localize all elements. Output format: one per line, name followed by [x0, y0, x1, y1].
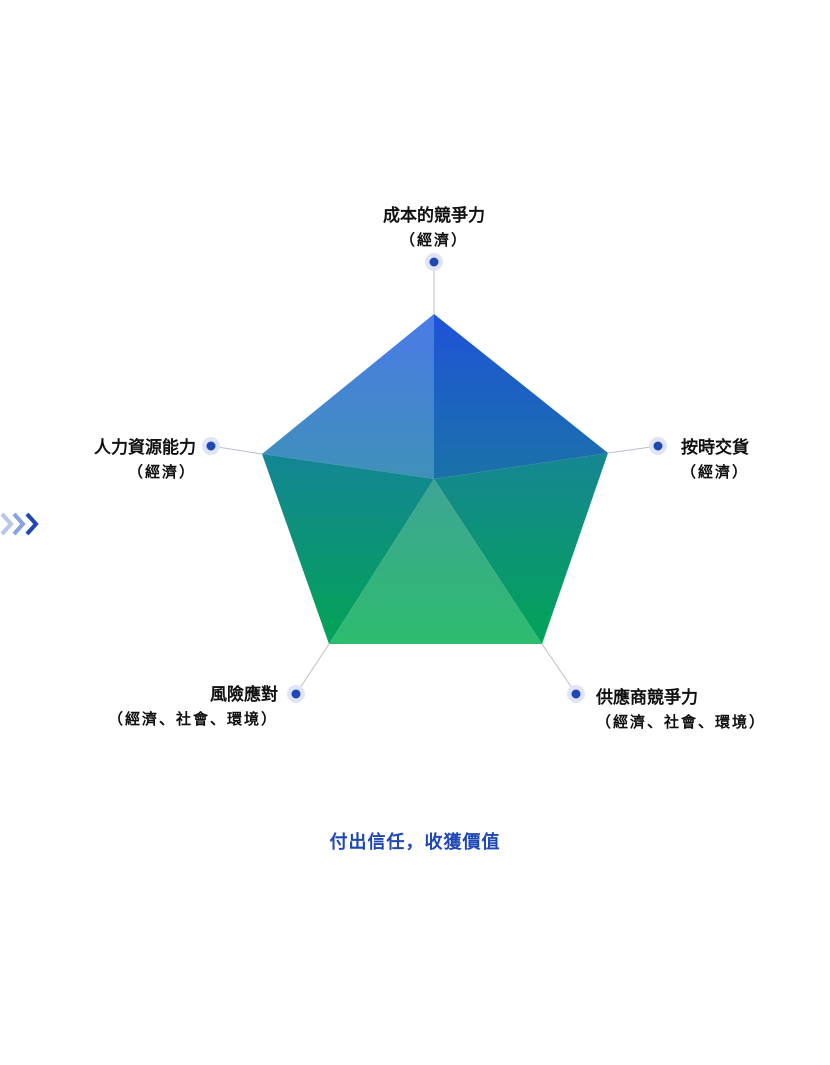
segment-top-right	[434, 314, 608, 479]
node-subtitle: （經濟）	[399, 231, 468, 249]
node-label-supplier: 供應商競爭力 （經濟、社會、環境）	[596, 686, 796, 734]
dot-marker-icon	[287, 685, 305, 703]
dot-marker-icon	[202, 437, 220, 455]
connector-line-risk	[295, 643, 330, 695]
node-title: 人力資源能力	[94, 438, 196, 458]
node-subtitle: （經濟）	[680, 463, 749, 481]
node-label-hr: 人力資源能力 （經濟）	[40, 436, 196, 484]
node-title: 按時交貨	[681, 438, 749, 458]
chevron-right-icon	[0, 511, 46, 537]
segment-right	[434, 453, 608, 644]
node-title: 風險應對	[210, 685, 278, 705]
dot-marker-icon	[649, 437, 667, 455]
node-label-risk: 風險應對 （經濟、社會、環境）	[74, 683, 278, 731]
node-title: 供應商競爭力	[596, 688, 698, 708]
dot-marker-icon	[425, 253, 443, 271]
segment-left	[262, 454, 434, 644]
node-label-cost: 成本的競爭力 （經濟）	[344, 204, 524, 252]
segment-top-left	[262, 314, 434, 479]
tagline: 付出信任，收獲價值	[329, 832, 501, 853]
node-subtitle: （經濟、社會、環境）	[107, 710, 278, 728]
node-subtitle: （經濟、社會、環境）	[596, 713, 767, 731]
dot-marker-icon	[567, 685, 585, 703]
segment-bottom	[329, 479, 542, 644]
connector-line-supplier	[541, 643, 577, 695]
node-title: 成本的競爭力	[383, 206, 485, 226]
node-subtitle: （經濟）	[127, 463, 196, 481]
node-label-delivery: 按時交貨 （經濟）	[660, 436, 770, 484]
